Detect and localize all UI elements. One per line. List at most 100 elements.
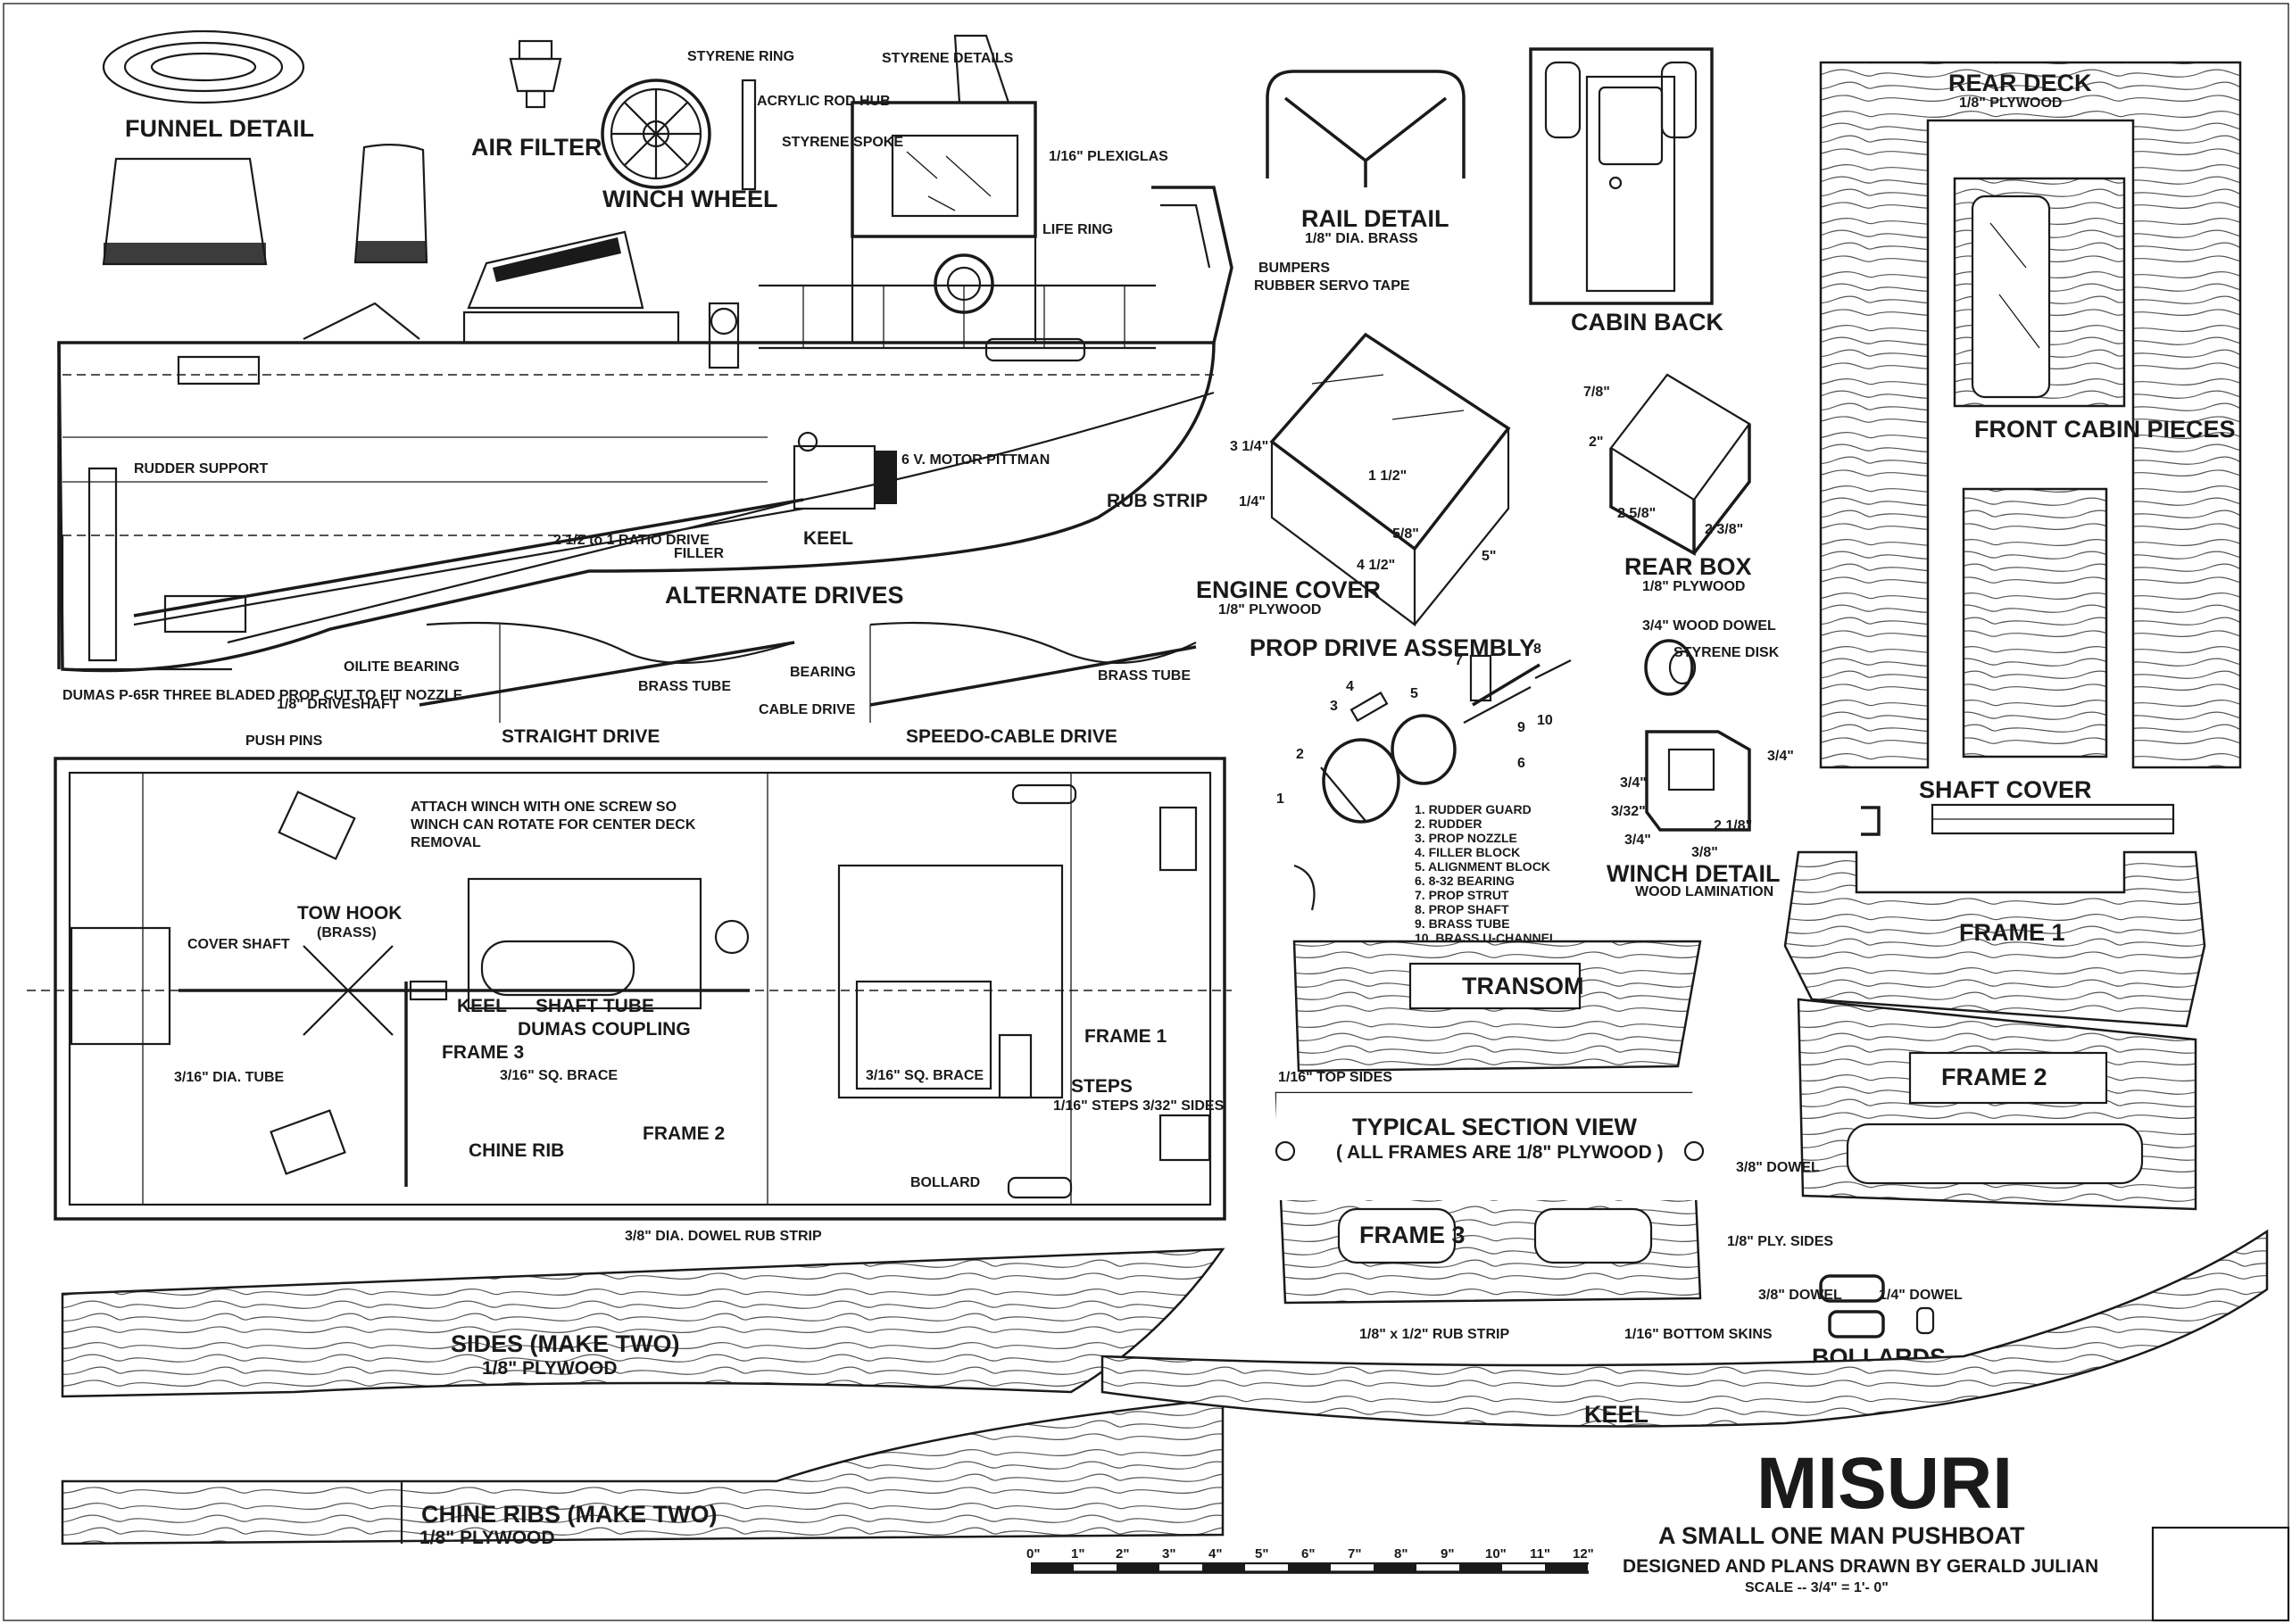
- bollard-label: BOLLARD: [910, 1175, 980, 1190]
- alternate-drives-label: ALTERNATE DRIVES: [665, 582, 904, 609]
- transom-label: TRANSOM: [1462, 973, 1584, 999]
- scale-tick: 8": [1394, 1546, 1408, 1562]
- shaft-tube-label: SHAFT TUBE: [536, 996, 654, 1016]
- air-filter-label: AIR FILTER: [471, 134, 602, 161]
- bottom-skins-label: 1/16" BOTTOM SKINS: [1624, 1327, 1773, 1342]
- scale-tick: 6": [1301, 1546, 1315, 1562]
- scale-bar: 0" 1" 2" 3" 4" 5" 6" 7" 8" 9" 10" 11" 12…: [1026, 1546, 1594, 1574]
- filler-label: FILLER: [674, 546, 724, 561]
- scale-tick: 1": [1071, 1546, 1084, 1562]
- steps-label: STEPS: [1071, 1076, 1133, 1097]
- ply-sides-label: 1/8" PLY. SIDES: [1727, 1234, 1833, 1249]
- rear-box: 7/8" 2" 2 5/8" 2 3/8" REAR BOX 1/8" PLYW…: [1583, 373, 1752, 594]
- rail-detail-label: RAIL DETAIL: [1301, 205, 1449, 232]
- funnel-detail-label: FUNNEL DETAIL: [125, 115, 314, 142]
- rub-strip-label: RUB STRIP: [1107, 491, 1208, 511]
- ec-h2: 1 1/2": [1368, 468, 1407, 484]
- parts-list-item: 6. 8-32 BEARING: [1415, 874, 1515, 888]
- rub-strip-section-label: 1/8" x 1/2" RUB STRIP: [1359, 1327, 1509, 1342]
- brass-tube-2-label: BRASS TUBE: [1098, 668, 1191, 684]
- rear-box-label: REAR BOX: [1624, 553, 1752, 580]
- plan-keel-label: KEEL: [457, 996, 507, 1016]
- side-elevation: STYRENE DETAILS 1/16" PLEXIGLAS LIFE RIN…: [57, 34, 1410, 673]
- frame-1-label: FRAME 1: [1959, 919, 2065, 946]
- rear-deck: REAR DECK 1/8" PLYWOOD: [1819, 61, 2242, 769]
- sides-material-label: 1/8" PLYWOOD: [482, 1358, 618, 1379]
- typical-section-label: TYPICAL SECTION VIEW: [1352, 1114, 1638, 1140]
- pn-8: 8: [1533, 642, 1541, 657]
- parts-list-item: 4. FILLER BLOCK: [1415, 845, 1520, 859]
- engine-cover-label: ENGINE COVER: [1196, 576, 1381, 603]
- ec-h1: 3 1/4": [1230, 439, 1268, 454]
- dowel-14-label: 1/4" DOWEL: [1879, 1288, 1963, 1303]
- motor-label: 6 V. MOTOR PITTMAN: [901, 452, 1050, 468]
- tow-hook-material-label: (BRASS): [317, 925, 377, 940]
- plexiglas-label: 1/16" PLEXIGLAS: [1049, 149, 1168, 164]
- parts-list-item: 9. BRASS TUBE: [1415, 916, 1510, 931]
- typical-section: TYPICAL SECTION VIEW ( ALL FRAMES ARE 1/…: [1275, 1070, 1833, 1342]
- cable-drive-label: CABLE DRIVE: [759, 702, 856, 717]
- scale-note: SCALE -- 3/4" = 1'- 0": [1745, 1580, 1889, 1595]
- pn-1: 1: [1276, 791, 1284, 807]
- dowel-38b-label: 3/8" DOWEL: [1758, 1288, 1842, 1303]
- keel-label: KEEL: [1584, 1401, 1648, 1428]
- styrene-ring-label: STYRENE RING: [687, 49, 794, 64]
- rb-b: 2": [1589, 435, 1603, 450]
- cabin-back: CABIN BACK: [1529, 47, 1723, 336]
- tow-hook-label: TOW HOOK: [297, 903, 402, 924]
- rear-deck-material: 1/8" PLYWOOD: [1959, 95, 2062, 111]
- engine-cover: 3 1/4" 1 1/2" 1/4" 5/8" 4 1/2" 5" ENGINE…: [1196, 332, 1511, 627]
- wood-lamination-label: WOOD LAMINATION: [1635, 884, 1773, 899]
- dowel-38-label: 3/8" DOWEL: [1736, 1160, 1820, 1175]
- parts-list-item: 3. PROP NOZZLE: [1415, 831, 1517, 845]
- oilite-label: OILITE BEARING: [344, 659, 460, 675]
- scale-tick: 11": [1530, 1546, 1550, 1562]
- front-cabin-label-1: FRONT CABIN PIECES: [1974, 416, 2236, 443]
- cabin-back-label: CABIN BACK: [1571, 309, 1723, 336]
- sq-brace-2-label: 3/16" SQ. BRACE: [866, 1068, 984, 1083]
- straight-drive-label: STRAIGHT DRIVE: [502, 726, 660, 747]
- prop-note-label: DUMAS P-65R THREE BLADED PROP CUT TO FIT…: [62, 688, 463, 703]
- scale-tick: 10": [1485, 1546, 1507, 1562]
- cover-shaft-label: COVER SHAFT: [187, 937, 290, 952]
- dowel-rub-strip-label: 3/8" DIA. DOWEL RUB STRIP: [625, 1229, 822, 1244]
- front-cabin-pieces: FRONT CABIN PIECES: [1953, 177, 2236, 758]
- pn-5: 5: [1410, 686, 1418, 701]
- ratio-drive-label: 2 1/2 to 1 RATIO DRIVE: [553, 533, 710, 548]
- engine-cover-material: 1/8" PLYWOOD: [1218, 602, 1321, 617]
- chine-rib-label: CHINE RIB: [469, 1140, 564, 1161]
- rail-detail: RAIL DETAIL 1/8" DIA. BRASS: [1266, 70, 1466, 246]
- ec-h4: 5/8": [1392, 526, 1419, 542]
- pn-10: 10: [1537, 713, 1553, 728]
- chine-ribs-piece: CHINE RIBS (MAKE TWO) 1/8" PLYWOOD: [61, 1397, 1225, 1548]
- rear-deck-label: REAR DECK: [1948, 70, 2092, 96]
- sq-brace-1-label: 3/16" SQ. BRACE: [500, 1068, 618, 1083]
- shaft-cover: SHAFT COVER: [1861, 776, 2175, 836]
- rudder-support-label: RUDDER SUPPORT: [134, 461, 268, 476]
- steps-note-label: 1/16" STEPS 3/32" SIDES: [1053, 1098, 1225, 1114]
- pn-7: 7: [1455, 653, 1463, 668]
- keel-piece: KEEL: [1100, 1229, 2269, 1428]
- ec-w: 4 1/2": [1357, 558, 1395, 573]
- parts-list-item: 5. ALIGNMENT BLOCK: [1415, 859, 1550, 874]
- credit-line: DESIGNED AND PLANS DRAWN BY GERALD JULIA…: [1623, 1556, 2098, 1577]
- plan-frame2-label: FRAME 2: [643, 1123, 725, 1144]
- rb-c: 2 5/8": [1617, 506, 1656, 521]
- frame-1: FRAME 1: [1783, 850, 2206, 1028]
- frame-2: FRAME 2: [1797, 998, 2197, 1211]
- acrylic-hub-label: ACRYLIC ROD HUB: [757, 94, 891, 109]
- push-pins-label: PUSH PINS: [245, 733, 323, 749]
- scale-tick: 12": [1573, 1546, 1594, 1562]
- funnel-detail: FUNNEL DETAIL: [102, 29, 428, 266]
- wd-c: 3/32": [1611, 804, 1646, 819]
- transom: TRANSOM: [1292, 940, 1702, 1073]
- frame-3-label: FRAME 3: [1359, 1222, 1466, 1248]
- wood-dowel-label: 3/4" WOOD DOWEL: [1642, 618, 1776, 634]
- all-frames-label: ( ALL FRAMES ARE 1/8" PLYWOOD ): [1336, 1142, 1664, 1163]
- scale-tick: 3": [1162, 1546, 1175, 1562]
- rear-box-material: 1/8" PLYWOOD: [1642, 579, 1745, 594]
- ec-l: 5": [1482, 549, 1496, 564]
- parts-list-item: 2. RUDDER: [1415, 816, 1482, 831]
- styrene-spoke-label: STYRENE SPOKE: [782, 135, 903, 150]
- pn-3: 3: [1330, 699, 1338, 714]
